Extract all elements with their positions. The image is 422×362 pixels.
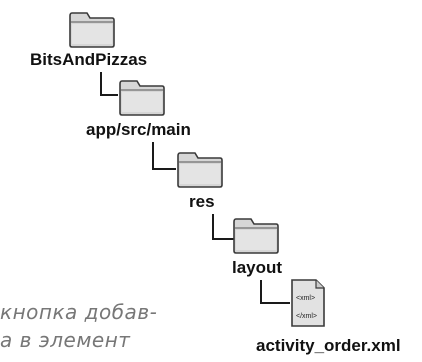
xml-file-icon: <xml> </xml> [291,279,325,327]
folder-label-res: res [189,192,215,211]
file-icon-tag-close: </xml> [296,313,317,320]
tree-connector [100,72,118,96]
folder-icon [233,218,279,254]
folder-icon [177,152,223,188]
folder-label-app-src-main: app/src/main [86,120,191,139]
file-label-activity-order-xml: activity_order.xml [256,336,401,355]
tree-connector [260,280,290,304]
tree-connector [212,214,234,240]
folder-label-layout: layout [232,258,283,277]
folder-icon [69,12,115,48]
file-icon-tag-open: <xml> [296,295,315,302]
folder-icon [119,80,165,116]
tree-connector [152,142,176,170]
handwritten-note-line-2: а в элемент [0,328,131,352]
folder-label-bitsandpizzas: BitsAndPizzas [30,50,148,69]
handwritten-note-line-1: кнопка добав- [0,300,158,324]
